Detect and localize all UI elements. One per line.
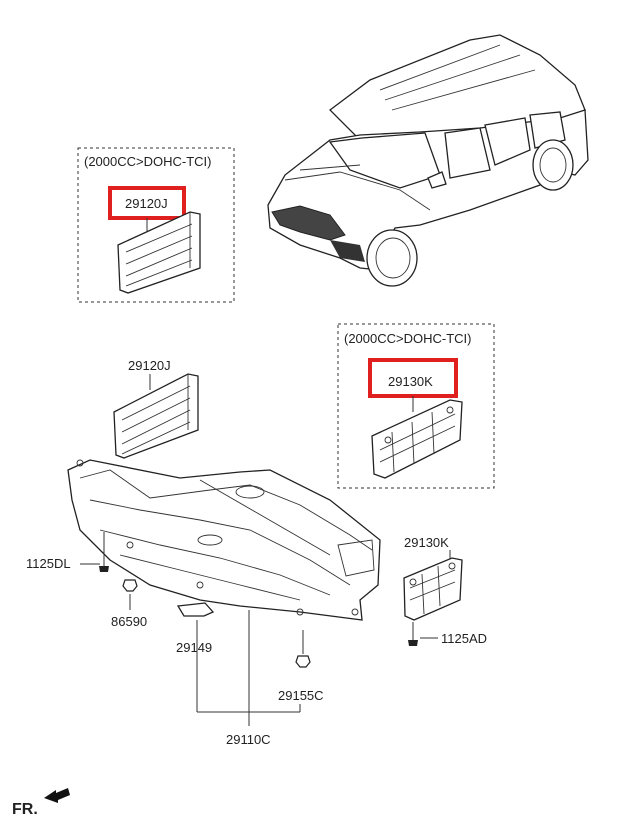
front-arrow-icon	[44, 788, 70, 803]
label-1125DL: 1125DL	[26, 556, 71, 571]
nut-86590: 86590	[111, 579, 147, 629]
front-direction-marker: FR.	[12, 788, 70, 818]
grille-29120J-small	[117, 211, 201, 294]
nut-29155C: 29155C	[278, 630, 324, 703]
vehicle-illustration	[267, 34, 589, 287]
bracket-29130K: 29130K	[403, 535, 463, 621]
bolt-1125AD: 1125AD	[408, 622, 487, 646]
label-86590: 86590	[111, 614, 147, 629]
label-29149: 29149	[176, 640, 212, 655]
variant-box-2000cc-a: (2000CC>DOHC-TCI) 29120J	[77, 147, 235, 303]
label-29155C: 29155C	[278, 688, 324, 703]
label-29130K: 29130K	[404, 535, 449, 550]
callout-29110C: 29110C	[196, 610, 301, 747]
variant-box-2000cc-b: (2000CC>DOHC-TCI) 29130K	[337, 323, 495, 489]
box-a-title: (2000CC>DOHC-TCI)	[84, 154, 212, 169]
box-b-title: (2000CC>DOHC-TCI)	[344, 331, 472, 346]
label-29110C: 29110C	[226, 732, 271, 747]
box-b-part-label: 29130K	[388, 374, 433, 389]
front-label: FR.	[12, 801, 38, 818]
grille-29120J: 29120J	[113, 358, 199, 459]
box-a-part-label: 29120J	[125, 196, 168, 211]
bracket-29130K-small	[371, 399, 463, 479]
label-1125AD: 1125AD	[441, 631, 487, 646]
bolt-1125DL: 1125DL	[26, 532, 109, 572]
label-29120J: 29120J	[128, 358, 171, 373]
under-cover-29110C	[67, 459, 381, 621]
clip-29149: 29149	[176, 602, 215, 655]
